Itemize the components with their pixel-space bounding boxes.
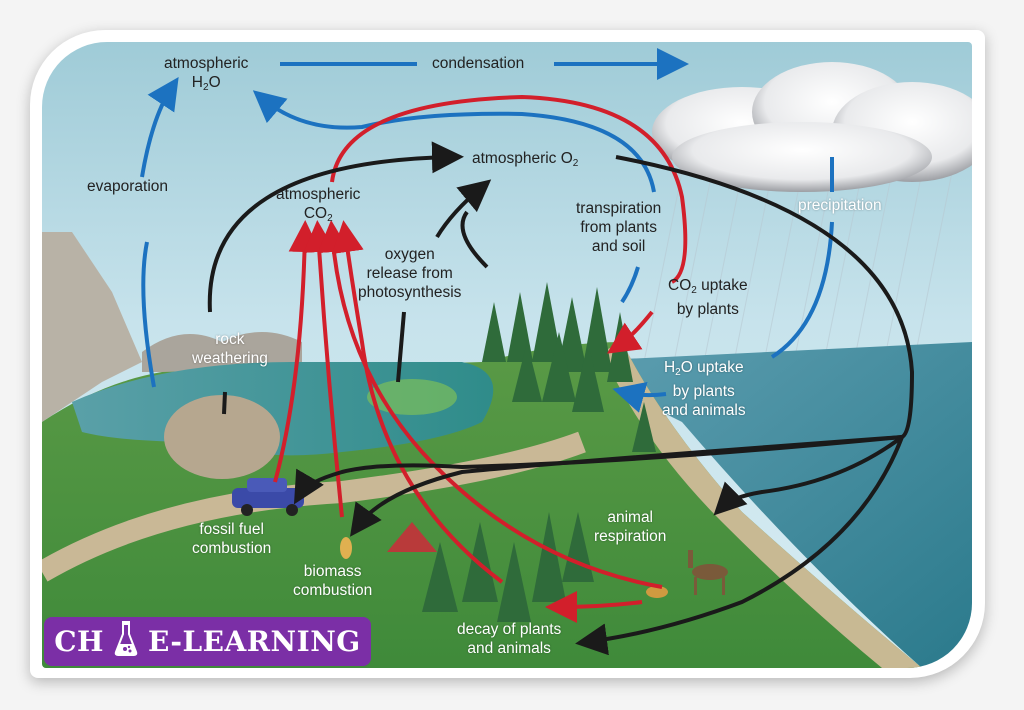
label-fossil-fuel: fossil fuel combustion [192,521,272,557]
label-atmospheric-o2: atmospheric O2 [472,150,579,169]
co2-uptake-arrow [607,310,654,354]
label-atmospheric-co2: atmospheric CO2 [276,186,361,224]
label-transpiration: transpiration from plants and soil [576,200,662,255]
rock-weathering-arrow-bottom [222,391,227,415]
brand-badge: CH E-LEARNING [44,617,371,666]
o2-arrows [207,141,915,656]
label-h2o-uptake: H2O uptake by plants and animals [662,359,746,419]
flask-icon [114,620,138,663]
ecosystem-scene: atmospheric H2O condensation evaporation… [42,42,972,668]
fossil-fuel-co2-arrow [273,220,321,483]
label-condensation: condensation [432,55,525,72]
label-precipitation: precipitation [798,197,882,214]
label-evaporation: evaporation [87,178,169,195]
transpiration-arrow-lower [620,266,640,304]
road [42,431,586,582]
label-biomass: biomass combustion [293,563,373,599]
scene-illustration [42,42,972,668]
label-co2-uptake: CO2 uptake by plants [668,277,748,318]
tent [387,522,437,552]
o2-to-decay-arrow [575,436,904,656]
biomass-co2-arrow [303,220,344,518]
o2-to-car-arrow [293,435,903,505]
co2-arrows [273,94,688,623]
distant-hills [142,332,302,372]
label-atmospheric-h2o: atmospheric H2O [164,55,249,93]
water-arrows [140,48,834,413]
photosynthesis-curve [460,210,489,269]
car [232,478,304,516]
campfire [340,537,352,559]
o2-distribution-arrow [615,155,915,439]
precipitation-arrow [770,221,834,359]
decay-co2-arrow [331,220,504,584]
brand-text-right: E-LEARNING [148,625,361,658]
beach [602,342,922,668]
fawn [646,586,668,598]
o2-to-animals-arrow [713,435,904,516]
label-animal-respiration: animal respiration [594,509,667,545]
h2o-uptake-arrow [612,381,667,413]
deer [688,550,728,595]
rock-weathering-arrow [207,141,464,313]
label-oxygen-release: oxygen release from photosynthesis [358,246,462,301]
sea [562,342,972,668]
transpiration-arrow [252,90,656,193]
brand-text-left: CH [54,625,105,658]
photosynthesis-arrow-bottom [396,311,406,383]
cliff [42,232,142,422]
co2-to-plants-arrow [330,94,688,284]
evaporation-arrow [141,241,156,388]
photosynthesis-arrow [435,179,492,239]
evaporation-arrow-top [140,77,179,178]
rock-formation [164,395,280,479]
o2-to-fire-arrow [350,435,903,537]
animal-to-decay-arrow [545,590,643,623]
rain-cloud [652,62,972,192]
respiration-co2-arrow [317,220,663,589]
label-decay: decay of plants and animals [457,621,562,657]
label-rock-weathering: rock weathering [192,331,268,367]
